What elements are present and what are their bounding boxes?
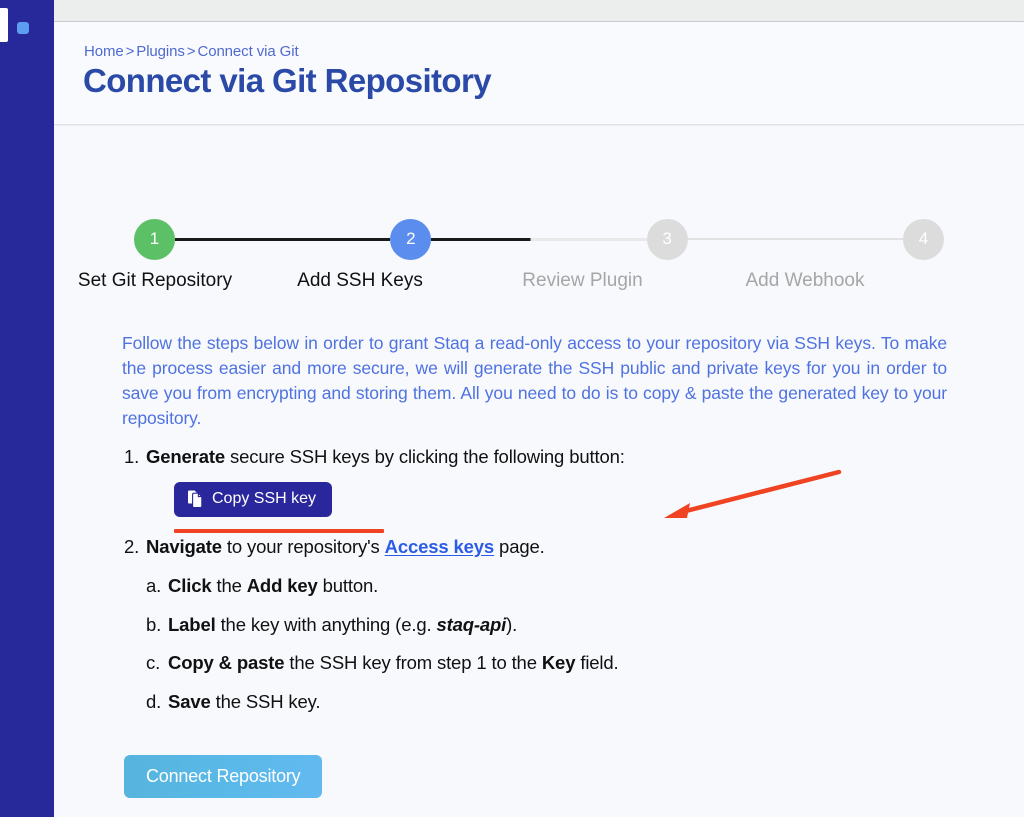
breadcrumb-item-plugins[interactable]: Plugins: [136, 43, 185, 60]
substep-marker-a: a.: [146, 575, 162, 596]
breadcrumb-separator: >: [186, 43, 196, 60]
connect-repository-button[interactable]: Connect Repository: [124, 755, 323, 798]
copy-ssh-key-row: Copy SSH key: [174, 482, 333, 517]
progress-stepper: 1 2 3 4 Set Git Repository Add SSH Keys …: [78, 218, 944, 291]
copy-icon: [187, 490, 203, 509]
browser-top-strip: [54, 0, 1024, 22]
stepper-circle-2[interactable]: 2: [390, 218, 432, 260]
stepper-label-2: Add SSH Keys: [297, 270, 423, 291]
substep-mid-c: the SSH key from step 1 to the: [284, 652, 542, 673]
breadcrumb-item-home[interactable]: Home: [84, 43, 124, 60]
instruction-step-2: 2. Navigate to your repository's Access …: [124, 536, 545, 557]
stepper-label-1: Set Git Repository: [77, 270, 233, 291]
connect-repository-label: Connect Repository: [146, 766, 301, 786]
substep-mid-a: the: [211, 575, 247, 596]
left-sidebar: [0, 0, 54, 817]
substep-bold-c: Copy & paste: [168, 652, 285, 673]
page-title: Connect via Git Repository: [83, 62, 492, 99]
instruction-step-1: 1. Generate secure SSH keys by clicking …: [124, 446, 625, 467]
stepper-circle-4[interactable]: 4: [902, 218, 944, 260]
instruction-bold-2: Navigate: [146, 536, 222, 557]
substep-bold-d: Save: [168, 691, 211, 712]
stepper-number-1: 1: [149, 229, 160, 248]
breadcrumb-item-current: Connect via Git: [197, 43, 299, 60]
stepper-number-4: 4: [918, 229, 929, 248]
intro-paragraph: Follow the steps below in order to grant…: [122, 333, 947, 428]
stepper-circles-row: 1 2 3 4: [134, 218, 944, 260]
substep-marker-d: d.: [146, 691, 162, 712]
page-header: Home>Plugins>Connect via Git Connect via…: [54, 22, 1024, 125]
substep-mid-b: the key with anything (e.g.: [215, 614, 437, 635]
annotation-red-arrow: [524, 466, 854, 536]
substep-bold-a: Click: [168, 575, 212, 596]
instruction-substep-c: c. Copy & paste the SSH key from step 1 …: [146, 652, 619, 673]
instruction-marker-2: 2.: [124, 536, 140, 557]
instruction-substep-b: b. Label the key with anything (e.g. sta…: [146, 614, 518, 635]
stepper-number-3: 3: [662, 229, 672, 248]
instruction-text-1: Generate secure SSH keys by clicking the…: [146, 446, 625, 467]
copy-ssh-key-label: Copy SSH key: [212, 490, 317, 507]
substep-text-a: Click the Add key button.: [168, 575, 379, 596]
substep-marker-c: c.: [146, 652, 161, 673]
stepper-label-3: Review Plugin: [522, 270, 643, 291]
instruction-text-2: Navigate to your repository's Access key…: [146, 536, 545, 557]
breadcrumb: Home>Plugins>Connect via Git: [84, 43, 299, 60]
stepper-labels-row: Set Git Repository Add SSH Keys Review P…: [78, 270, 944, 292]
substep-bold-b: Label: [168, 614, 216, 635]
instruction-substep-d: d. Save the SSH key.: [146, 691, 321, 712]
instruction-mid-2: to your repository's: [221, 536, 385, 557]
breadcrumb-separator: >: [125, 43, 135, 60]
stepper-circle-3[interactable]: 3: [646, 218, 688, 260]
staq-logo-icon[interactable]: [0, 8, 8, 42]
substep-bold2-c: Key: [541, 652, 576, 673]
stepper-connector-1-2: [175, 237, 391, 241]
access-keys-link[interactable]: Access keys: [384, 536, 495, 557]
substep-tail-a: button.: [317, 575, 379, 596]
substep-tail-c: field.: [575, 652, 619, 673]
substep-text-d: Save the SSH key.: [168, 691, 321, 712]
annotation-red-underline: [174, 529, 384, 533]
stepper-connector-3-4: [687, 238, 903, 240]
substep-text-b: Label the key with anything (e.g. staq-a…: [168, 614, 518, 635]
substep-bold2-a: Add key: [246, 575, 318, 596]
substep-mid-d: the SSH key.: [210, 691, 321, 712]
substep-text-c: Copy & paste the SSH key from step 1 to …: [168, 652, 619, 673]
instruction-substep-a: a. Click the Add key button.: [146, 575, 379, 596]
substep-tail-b: ).: [506, 614, 518, 635]
instruction-bold-1: Generate: [146, 446, 226, 467]
instruction-marker-1: 1.: [124, 446, 140, 467]
stepper-circle-1[interactable]: 1: [134, 218, 175, 260]
main-content: 1 2 3 4 Set Git Repository Add SSH Keys …: [54, 126, 1024, 817]
stepper-connector-2-3: [431, 237, 647, 241]
instruction-tail-2: page.: [494, 536, 545, 557]
stepper-number-2: 2: [406, 229, 416, 248]
substep-marker-b: b.: [146, 614, 162, 635]
substep-emphasis-b: staq-api: [436, 614, 507, 635]
copy-ssh-key-button[interactable]: Copy SSH key: [174, 482, 333, 517]
instruction-rest-1: secure SSH keys by clicking the followin…: [225, 446, 625, 467]
stepper-label-4: Add Webhook: [745, 270, 865, 291]
logo-accent-dot-icon: [17, 22, 29, 34]
